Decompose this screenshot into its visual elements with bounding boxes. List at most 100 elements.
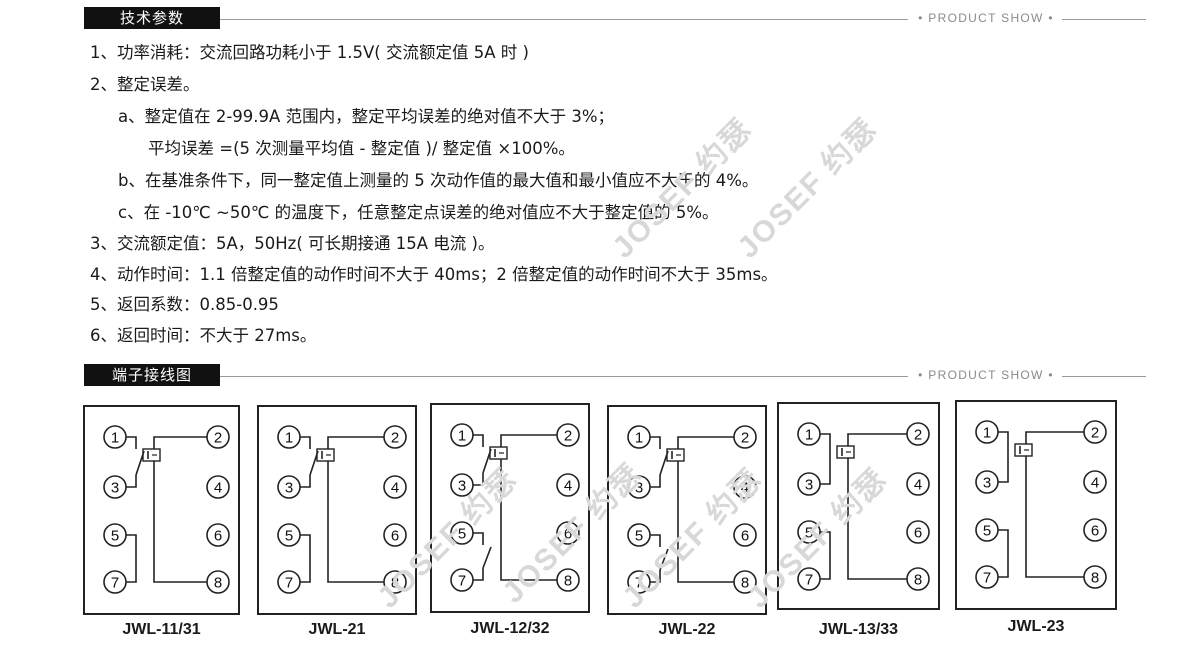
section-tag: • PRODUCT SHOW • (918, 368, 1054, 382)
divider (1062, 19, 1146, 20)
wire (847, 433, 907, 580)
terminal-2: 2 (383, 425, 407, 449)
svg-text:2: 2 (391, 430, 399, 447)
closed-contact (820, 433, 831, 485)
terminal-5: 5 (797, 520, 821, 544)
svg-text:2: 2 (564, 428, 572, 445)
terminal-6: 6 (206, 523, 230, 547)
svg-text:4: 4 (914, 477, 922, 494)
svg-text:5: 5 (111, 528, 119, 545)
svg-text:6: 6 (391, 528, 399, 545)
svg-text:8: 8 (564, 573, 572, 590)
svg-text:8: 8 (214, 575, 222, 592)
terminal-1: 1 (975, 420, 999, 444)
svg-text:3: 3 (285, 480, 293, 497)
terminal-1: 1 (103, 425, 127, 449)
terminal-5: 5 (450, 521, 474, 545)
wire (677, 436, 734, 583)
svg-text:5: 5 (805, 525, 813, 542)
terminal-3: 3 (277, 475, 301, 499)
divider (1062, 376, 1146, 377)
param-line: c、在 -10℃ ~50℃ 的温度下，任意整定点误差的绝对值应不大于整定值的 5… (118, 203, 719, 222)
svg-text:2: 2 (214, 430, 222, 447)
svg-text:8: 8 (1091, 570, 1099, 587)
relay-coil (489, 446, 508, 460)
param-line: 5、返回系数：0.85-0.95 (90, 295, 279, 314)
svg-text:4: 4 (391, 480, 399, 497)
diagram-label: JWL-13/33 (818, 621, 899, 638)
closed-contact (126, 534, 137, 583)
svg-text:6: 6 (214, 528, 222, 545)
terminal-7: 7 (277, 570, 301, 594)
svg-text:4: 4 (564, 478, 572, 495)
param-line: 3、交流额定值：5A，50Hz( 可长期接通 15A 电流 )。 (90, 234, 495, 253)
terminal-1: 1 (797, 422, 821, 446)
open-contact (473, 434, 492, 486)
terminal-3: 3 (103, 475, 127, 499)
svg-text:2: 2 (1091, 425, 1099, 442)
wire (500, 434, 557, 581)
wiring-diagram: 1 2 3 4 5 6 7 8 (103, 425, 230, 594)
open-contact (300, 436, 319, 488)
terminal-4: 4 (206, 475, 230, 499)
diagram-label: JWL-22 (658, 621, 716, 638)
param-line: 平均误差 =(5 次测量平均值 - 整定值 )/ 整定值 ×100%。 (148, 139, 575, 158)
terminal-4: 4 (1083, 470, 1107, 494)
diagram-label: JWL-21 (308, 621, 366, 638)
terminal-5: 5 (103, 523, 127, 547)
param-line: a、整定值在 2-99.9A 范围内，整定平均误差的绝对值不大于 3%； (118, 107, 614, 126)
terminal-1: 1 (450, 423, 474, 447)
divider (220, 19, 908, 20)
svg-text:6: 6 (741, 528, 749, 545)
terminal-4: 4 (733, 475, 757, 499)
section-header-params: 技术参数 • PRODUCT SHOW • (0, 5, 1200, 31)
svg-text:1: 1 (111, 430, 119, 447)
terminal-3: 3 (797, 472, 821, 496)
terminal-3: 3 (450, 473, 474, 497)
wire (153, 436, 207, 583)
svg-text:1: 1 (285, 430, 293, 447)
svg-text:1: 1 (805, 427, 813, 444)
wiring-diagram-box: 1 2 3 4 5 6 7 8 (257, 405, 417, 615)
terminal-2: 2 (1083, 420, 1107, 444)
svg-text:1: 1 (458, 428, 466, 445)
terminal-8: 8 (733, 570, 757, 594)
terminal-3: 3 (627, 475, 651, 499)
closed-contact (300, 534, 311, 583)
svg-text:3: 3 (111, 480, 119, 497)
wiring-diagram: 1 2 3 4 5 6 7 8 (277, 425, 407, 594)
terminal-5: 5 (277, 523, 301, 547)
open-contact (126, 436, 145, 488)
svg-text:3: 3 (635, 480, 643, 497)
terminal-4: 4 (906, 472, 930, 496)
svg-text:2: 2 (741, 430, 749, 447)
terminal-2: 2 (556, 423, 580, 447)
relay-coil (316, 448, 335, 462)
svg-text:8: 8 (914, 572, 922, 589)
svg-text:7: 7 (983, 570, 991, 587)
terminal-6: 6 (906, 520, 930, 544)
svg-text:3: 3 (983, 475, 991, 492)
section-tag: • PRODUCT SHOW • (918, 11, 1054, 25)
terminal-6: 6 (556, 521, 580, 545)
svg-text:7: 7 (805, 572, 813, 589)
terminal-8: 8 (383, 570, 407, 594)
closed-contact (820, 531, 831, 580)
svg-text:7: 7 (635, 575, 643, 592)
svg-text:7: 7 (285, 575, 293, 592)
terminal-5: 5 (627, 523, 651, 547)
section-title: 技术参数 (84, 7, 220, 29)
relay-coil (142, 448, 161, 462)
wiring-diagram-box: 1 2 3 4 5 6 7 8 (83, 405, 240, 615)
terminal-7: 7 (103, 570, 127, 594)
svg-text:7: 7 (111, 575, 119, 592)
wire (1025, 431, 1084, 578)
terminal-6: 6 (1083, 518, 1107, 542)
open-contact (473, 532, 492, 581)
section-title: 端子接线图 (84, 364, 220, 386)
param-line: b、在基准条件下，同一整定值上测量的 5 次动作值的最大值和最小值应不大于的 4… (118, 171, 759, 190)
